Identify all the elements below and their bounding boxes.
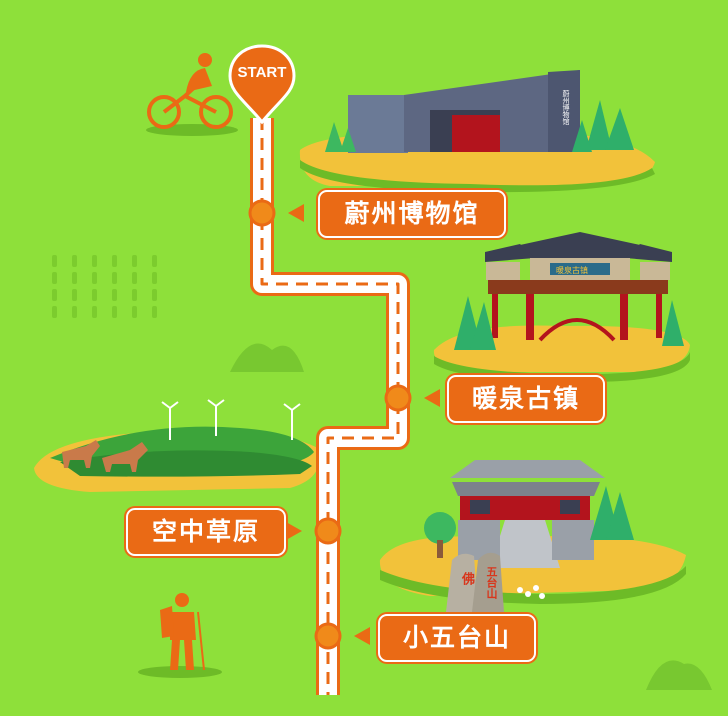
svg-text:暖泉古镇: 暖泉古镇 (556, 265, 588, 275)
location-pin-icon (228, 44, 296, 125)
start-label: START (237, 64, 287, 81)
gate-island: 暖泉古镇 (433, 232, 690, 383)
hill-left (230, 343, 304, 372)
stop-marker (314, 517, 342, 545)
rock-inscription-2: 五台山 (485, 566, 498, 599)
svg-text:蔚州博物馆: 蔚州博物馆 (562, 89, 570, 126)
stop-label-mountain[interactable]: 小五台山 (378, 614, 536, 662)
grassland-island (34, 399, 320, 492)
wind-turbine-icon (161, 399, 301, 440)
hiker-icon (138, 593, 222, 678)
route-path (250, 118, 410, 695)
rock-inscription-1: 佛 (459, 572, 474, 585)
hill-right (646, 660, 712, 690)
stop-marker (314, 622, 342, 650)
stop-label-ancient-town[interactable]: 暖泉古镇 (447, 375, 605, 423)
label-pointers (286, 204, 440, 645)
stop-marker (384, 384, 412, 412)
grass-marks (52, 255, 157, 318)
stop-label-museum[interactable]: 蔚州博物馆 (318, 190, 506, 238)
horse-icon (62, 440, 148, 472)
stop-label-grassland[interactable]: 空中草原 (126, 508, 286, 556)
cyclist-icon (146, 53, 238, 136)
temple-island (379, 460, 686, 612)
inscribed-rocks (446, 552, 504, 612)
stop-marker (248, 199, 276, 227)
museum-island: 蔚州博物馆 (299, 70, 655, 193)
stop-markers (248, 199, 412, 650)
